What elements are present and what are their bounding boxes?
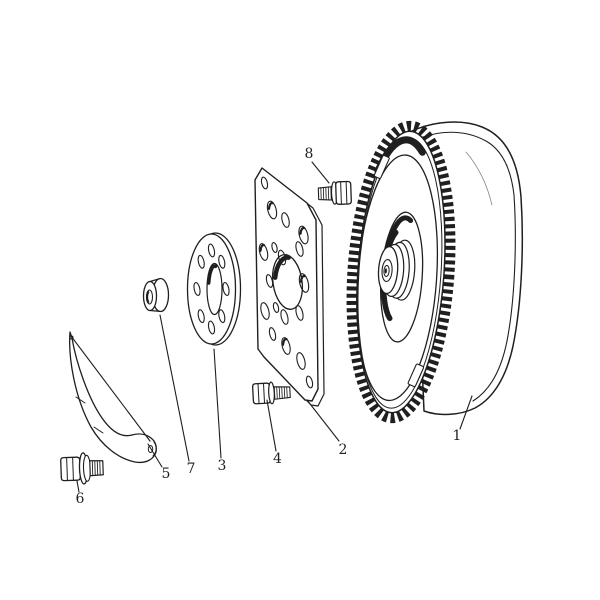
- plate-center-hole: [271, 254, 304, 310]
- part-label-6: 6: [76, 491, 85, 507]
- leader-line-2: [306, 399, 340, 442]
- plate-bolt-hole: [260, 302, 270, 320]
- leader-line-3: [213, 348, 222, 459]
- bolt-head-facet: [340, 181, 348, 205]
- part-label-1: 1: [453, 428, 462, 444]
- bush-top-edge: [149, 278, 161, 283]
- spacer-plate: [186, 232, 242, 346]
- plate-bolt-hole: [271, 242, 278, 253]
- bolt-thread-lines: [276, 386, 288, 400]
- plate-bolt-hole: [296, 352, 306, 370]
- ring-gear-teeth: [346, 120, 456, 424]
- leader-line-1: [459, 395, 473, 430]
- bolt-head-facet: [257, 383, 266, 404]
- bolt-shank: [89, 460, 104, 477]
- torque-converter: [346, 120, 524, 424]
- cover-plate: [69, 331, 157, 464]
- plate-bolt-hole: [281, 212, 290, 228]
- leader-line-4: [266, 399, 277, 452]
- plate-bolt-hole: [305, 375, 314, 389]
- drive-plate: [254, 167, 325, 407]
- hole-shadow: [259, 243, 266, 252]
- drawing-ink-group: [60, 120, 524, 493]
- cover-bend-tick: [75, 396, 86, 404]
- flywheel-ring: [356, 154, 439, 402]
- hub-bore-shadow: [384, 268, 387, 274]
- plate-bolt-hole: [266, 200, 278, 220]
- bolt-collar: [268, 381, 275, 405]
- converter-hub: [377, 239, 416, 301]
- spacer-bolt-hole: [222, 282, 230, 296]
- hole-shadow: [281, 337, 288, 346]
- spacer-bolt-hole: [197, 254, 205, 269]
- hub-bore: [383, 264, 390, 277]
- spacer-center-hole: [206, 262, 223, 316]
- bolt-8: [317, 180, 352, 205]
- cover-end-cap: [152, 441, 157, 457]
- bolt-head-facet: [66, 457, 74, 481]
- hole-shadow: [267, 201, 274, 210]
- bush-front-face: [142, 280, 158, 312]
- bolt-4: [252, 381, 291, 405]
- spacer-center-hole-shadow: [206, 264, 218, 285]
- balance-weight-tab: [407, 363, 425, 388]
- spacer-front-face: [186, 233, 237, 345]
- callout-labels: 1 2 3 4 5 6 7 8: [76, 146, 462, 507]
- bolt-and-washer: [60, 452, 104, 485]
- plate-bolt-hole: [268, 327, 277, 341]
- bolt-head: [335, 180, 352, 205]
- cover-fold-line: [70, 335, 151, 442]
- spacer-bolt-hole: [197, 309, 205, 324]
- leader-line-8: [311, 161, 330, 184]
- plate-center-hole-shadow: [272, 255, 291, 280]
- part-label-3: 3: [218, 458, 227, 474]
- plate-bolt-hole: [272, 302, 280, 313]
- plate-bolt-hole: [280, 309, 289, 325]
- hole-shadow: [299, 274, 306, 283]
- drum-highlight-line: [465, 151, 493, 206]
- hub-step-1: [377, 245, 399, 295]
- balance-weight-tab: [373, 154, 390, 179]
- spacer-bolt-hole: [207, 243, 216, 258]
- cover-rivet-hole: [147, 445, 154, 453]
- plate-bolt-hole: [298, 273, 310, 293]
- spacer-bush: [142, 277, 170, 313]
- part-label-8: 8: [305, 146, 314, 162]
- drum-crease-line: [419, 131, 516, 402]
- plate-bolt-hole: [281, 337, 291, 355]
- cover-tip-hole: [69, 335, 74, 340]
- hole-shadow: [299, 226, 306, 235]
- leader-line-7: [159, 314, 190, 462]
- part-label-7: 7: [187, 461, 196, 477]
- plate-bolt-hole: [258, 243, 269, 261]
- leader-line-6: [76, 480, 80, 493]
- leader-lines: [76, 161, 473, 493]
- bolt-head: [252, 382, 272, 405]
- bolt-thread-lines: [320, 186, 332, 201]
- cover-bend-tick: [93, 426, 104, 434]
- plate-bolt-hole: [295, 241, 304, 257]
- part-label-2: 2: [339, 442, 348, 458]
- bush-bottom-edge: [149, 309, 161, 312]
- bolt-head: [60, 456, 81, 482]
- ring-gear: [346, 120, 456, 424]
- spacer-holes: [193, 243, 230, 335]
- leader-line-5: [147, 443, 163, 468]
- spacer-bolt-hole: [218, 254, 226, 269]
- spacer-bolt-hole: [193, 282, 201, 296]
- plate-bolt-hole: [260, 176, 269, 190]
- hub-inner-ring: [381, 258, 393, 283]
- spacer-bolt-hole: [218, 309, 226, 324]
- part-label-4: 4: [273, 451, 282, 467]
- plate-bolt-hole: [298, 225, 309, 245]
- spacer-bolt-hole: [207, 320, 216, 335]
- part-label-5: 5: [162, 466, 171, 482]
- bush-bore-shadow: [145, 291, 150, 303]
- bolt-thread-lines: [91, 460, 101, 476]
